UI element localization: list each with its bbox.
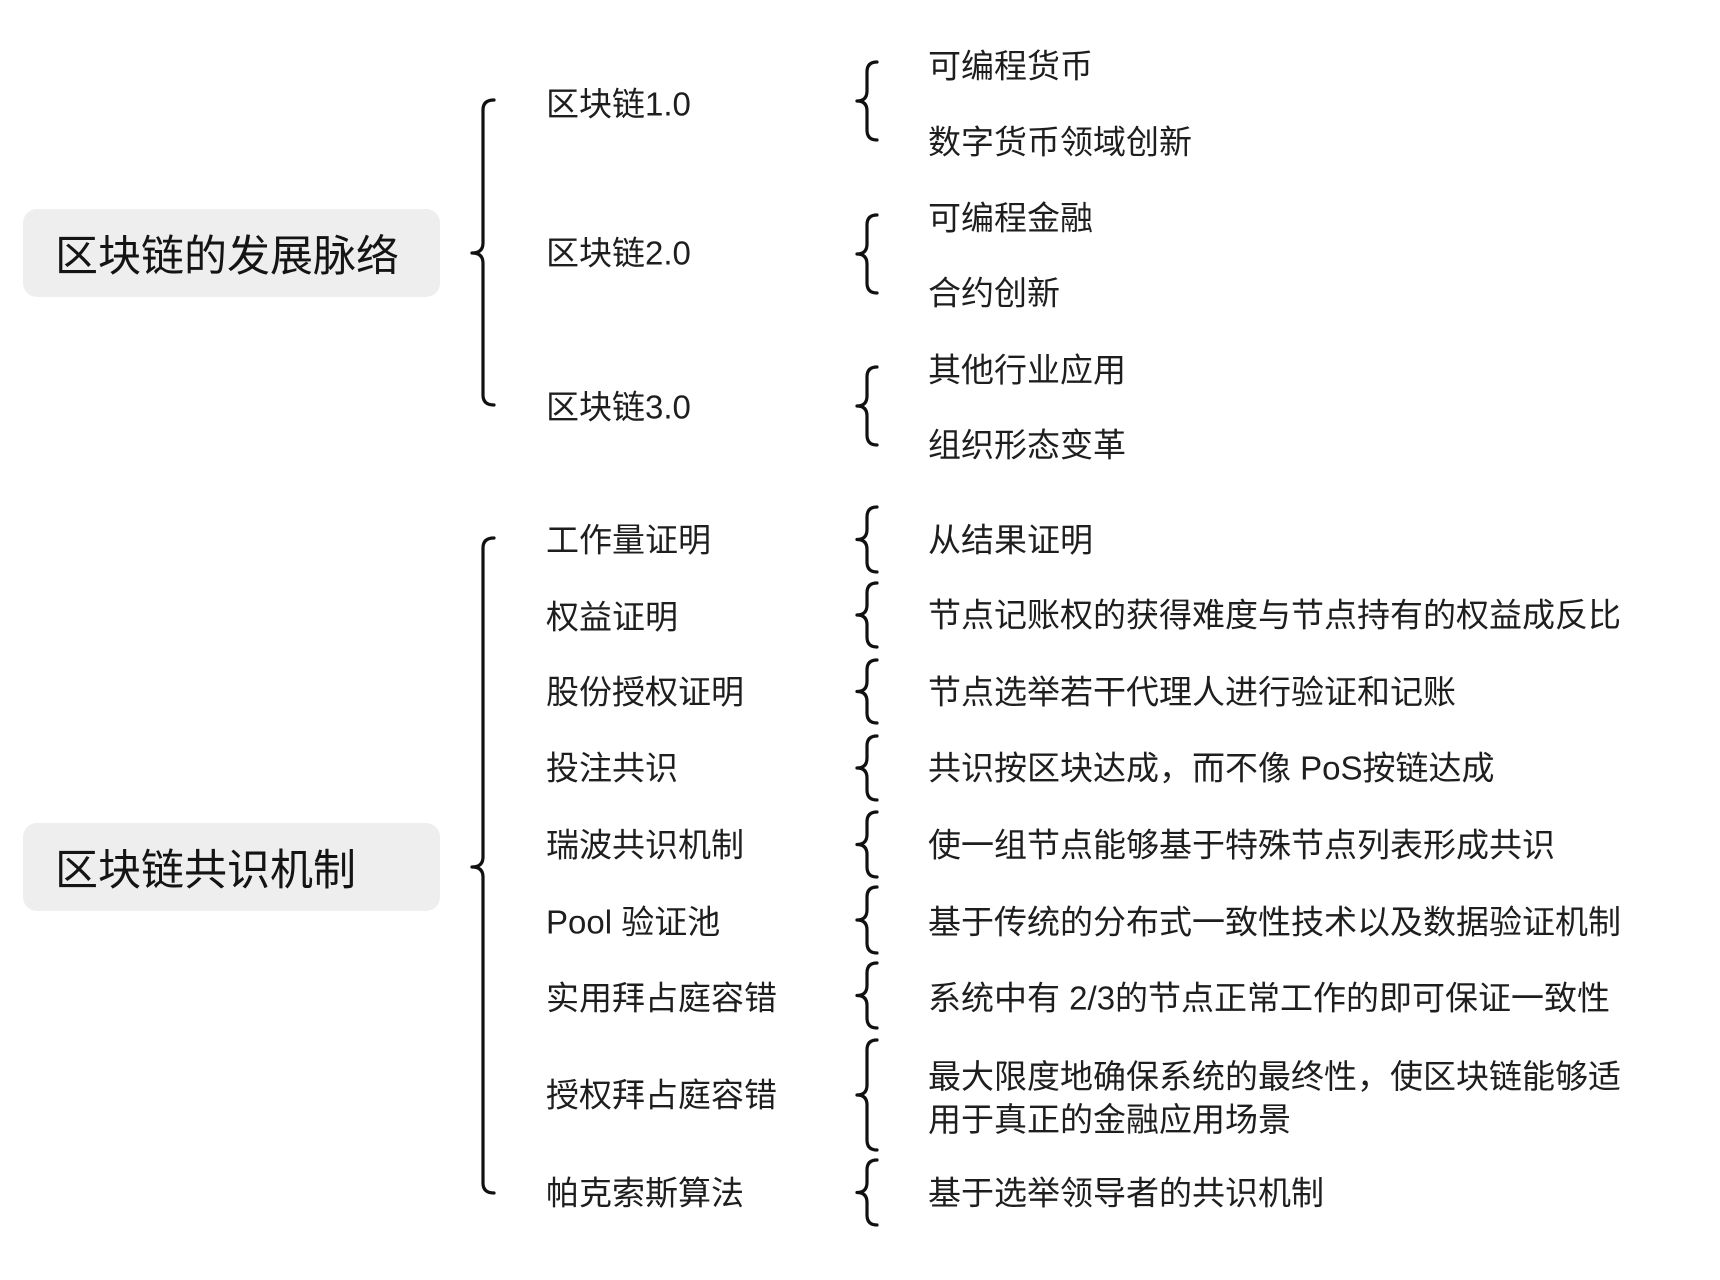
- leaf-node[interactable]: 节点选举若干代理人进行验证和记账: [928, 673, 1456, 711]
- leaf-node[interactable]: 其他行业应用: [928, 351, 1126, 389]
- leaf-node[interactable]: 基于传统的分布式一致性技术以及数据验证机制: [928, 903, 1621, 941]
- branch-ripple[interactable]: 瑞波共识机制: [546, 826, 744, 864]
- leaf-node[interactable]: 使一组节点能够基于特殊节点列表形成共识: [928, 826, 1555, 864]
- brace-section-2: [470, 536, 496, 1195]
- leaf-node[interactable]: 数字货币领域创新: [928, 123, 1192, 161]
- brace-branch: [855, 213, 879, 295]
- leaf-node[interactable]: 基于选举领导者的共识机制: [928, 1174, 1324, 1212]
- brace-branch: [855, 365, 879, 447]
- leaf-node[interactable]: 系统中有 2/3的节点正常工作的即可保证一致性: [928, 979, 1611, 1017]
- branch-dbft[interactable]: 授权拜占庭容错: [546, 1076, 777, 1114]
- leaf-node[interactable]: 组织形态变革: [928, 426, 1126, 464]
- brace-branch: [855, 1038, 879, 1152]
- leaf-node[interactable]: 可编程金融: [928, 199, 1093, 237]
- branch-blockchain-2[interactable]: 区块链2.0: [546, 234, 691, 272]
- branch-casper[interactable]: 投注共识: [546, 749, 678, 787]
- brace-branch: [855, 1158, 879, 1227]
- leaf-node[interactable]: 可编程货币: [928, 47, 1093, 85]
- branch-pool[interactable]: Pool 验证池: [546, 903, 721, 941]
- leaf-node[interactable]: 共识按区块达成，而不像 PoS按链达成: [928, 749, 1495, 787]
- brace-section-1: [470, 98, 496, 407]
- brace-branch: [855, 60, 879, 142]
- branch-pbft[interactable]: 实用拜占庭容错: [546, 979, 777, 1017]
- branch-paxos[interactable]: 帕克索斯算法: [546, 1174, 744, 1212]
- root-node-label: 区块链的发展脉络: [55, 233, 399, 281]
- root-node-label: 区块链共识机制: [55, 847, 356, 895]
- brace-branch: [855, 658, 879, 725]
- root-node-consensus[interactable]: 区块链共识机制: [23, 823, 440, 911]
- leaf-node[interactable]: 从结果证明: [928, 521, 1093, 559]
- branch-blockchain-3[interactable]: 区块链3.0: [546, 388, 691, 426]
- leaf-node[interactable]: 节点记账权的获得难度与节点持有的权益成反比: [928, 596, 1621, 634]
- branch-blockchain-1[interactable]: 区块链1.0: [546, 85, 691, 123]
- brace-branch: [855, 505, 879, 574]
- brace-branch: [855, 961, 879, 1030]
- brace-branch: [855, 581, 879, 649]
- leaf-node-multiline[interactable]: 最大限度地确保系统的最终性，使区块链能够适 用于真正的金融应用场景: [928, 1058, 1621, 1138]
- branch-dpos[interactable]: 股份授权证明: [546, 673, 744, 711]
- leaf-node[interactable]: 合约创新: [928, 274, 1060, 312]
- brace-branch: [855, 885, 879, 955]
- branch-pow[interactable]: 工作量证明: [546, 521, 711, 559]
- brace-branch: [855, 734, 879, 802]
- brace-branch: [855, 810, 879, 879]
- root-node-development[interactable]: 区块链的发展脉络: [23, 209, 440, 297]
- branch-pos[interactable]: 权益证明: [546, 598, 678, 636]
